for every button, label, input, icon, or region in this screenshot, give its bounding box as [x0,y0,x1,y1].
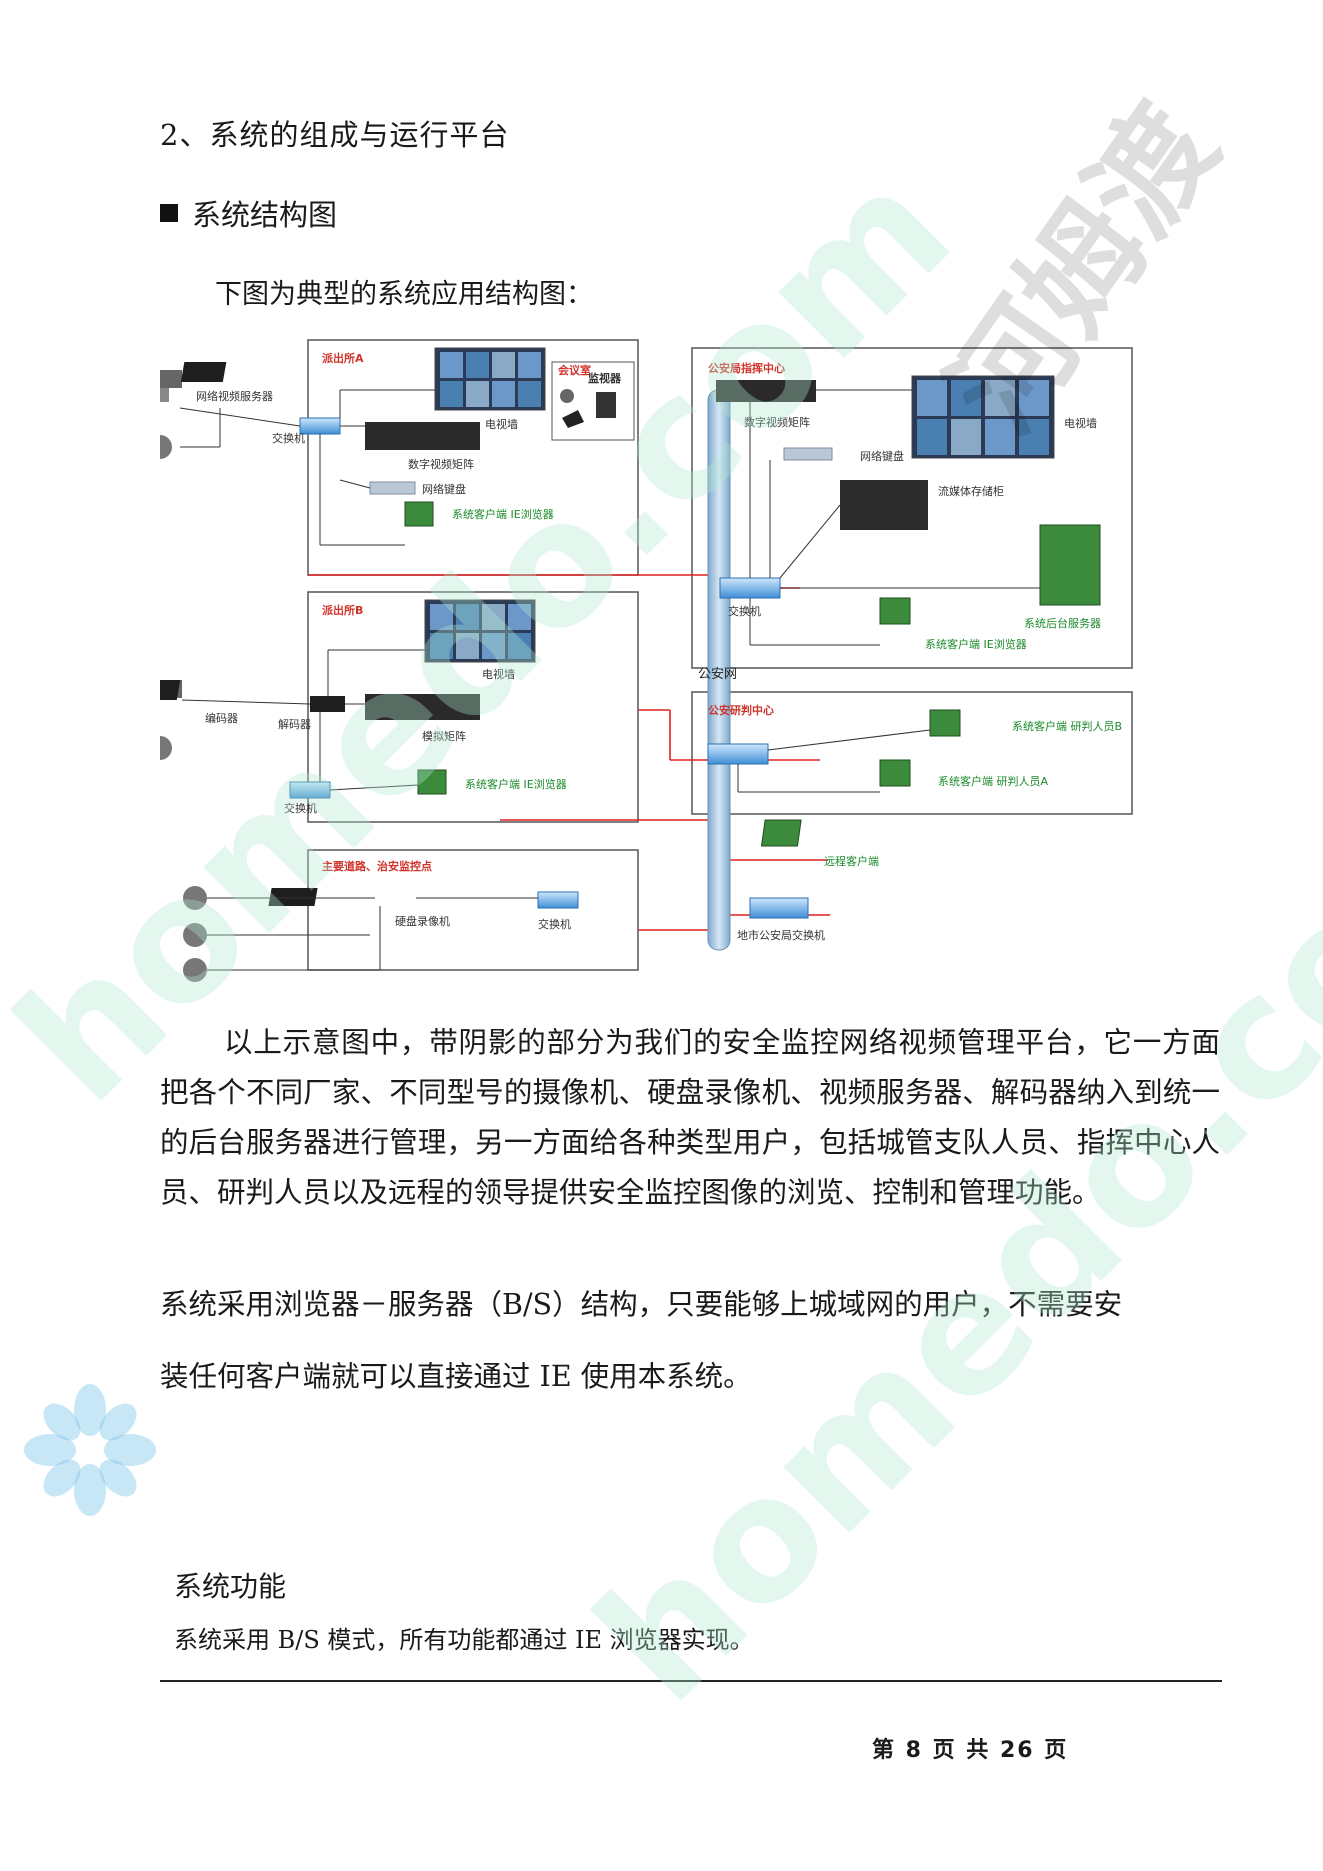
tv-wall-a [434,347,546,411]
zone-research-title: 公安研判中心 [708,703,774,717]
zone-box-roads [307,849,639,971]
zone-roads-title: 主要道路、治安监控点 [322,859,432,873]
meeting-room-box [551,361,635,441]
zone-a-title: 派出所A [322,351,364,365]
client-research-b-label: 系统客户端 研判人员B [1012,719,1122,733]
client-b-label: 系统客户端 IE浏览器 [465,777,567,791]
meeting-room-label: 会议室 [558,363,591,377]
dome-camera-b-icon [160,736,172,760]
switch-b-label: 交换机 [284,801,317,815]
bullet-heading: 系统结构图 [192,198,338,232]
switch-a-label: 交换机 [272,431,305,445]
dvr-icon [268,888,318,906]
command-matrix-icon [716,380,816,402]
zone-box-command [691,347,1133,669]
network-keyboard-a-icon [369,481,416,495]
zone-command-title: 公安局指挥中心 [708,361,785,375]
page-number: 第 8 页 共 26 页 [872,1738,1069,1763]
square-bullet-icon [160,204,178,222]
zone-a-links [179,389,435,546]
digital-matrix-label: 数字视频矩阵 [408,457,474,471]
intro-text: 下图为典型的系统应用结构图： [215,279,593,310]
remote-laptop-icon [760,819,802,847]
client-pc-research-a-icon [879,759,911,787]
zone-b-title: 派出所B [322,603,363,617]
backend-server-label: 系统后台服务器 [1024,616,1101,630]
system-structure-diagram: 公安网 派出所A 电视墙 会议室 监视器 网络视频服务器 交换机 数字视频矩阵 … [160,339,1133,982]
tv-wall-b-label: 电视墙 [482,667,515,681]
video-server-label: 网络视频服务器 [196,389,273,403]
network-keyboard-command-icon [783,447,833,461]
section-heading: 2、系统的组成与运行平台 [160,118,510,152]
monitor-label: 监视器 [588,371,622,385]
ptz-cam-a [160,370,182,402]
bullet-heading-row: 系统结构图 [160,192,337,234]
client-pc-command-icon [879,597,911,625]
decoder-icon [310,696,345,712]
switch-research-icon [707,743,769,765]
switch-a-icon [299,417,341,435]
roads-links [207,897,538,971]
network-keyboard-command-label: 网络键盘 [860,449,904,463]
tv-wall-a-label: 电视墙 [485,417,518,431]
tv-wall-b [424,599,536,663]
footer-divider [160,1680,1222,1682]
stream-cabinet-label: 流媒体存储柜 [938,484,1004,498]
dvr-small-icon [562,410,584,428]
zone-box-research [691,691,1133,815]
monitor-icon [596,392,616,418]
backbone-label: 公安网 [698,667,737,682]
network-keyboard-a-label: 网络键盘 [422,482,466,496]
switch-command-label: 交换机 [728,604,761,618]
dome-camera-icon [560,389,574,403]
client-a-label: 系统客户端 IE浏览器 [452,507,554,521]
backend-server-icon [1039,524,1101,606]
paragraph-diagram-explanation: 以上示意图中，带阴影的部分为我们的安全监控网络视频管理平台，它一方面把各个不同厂… [160,1026,1220,1209]
client-pc-research-b-icon [929,709,961,737]
road-camera-3-icon [183,958,207,982]
switch-roads-icon [537,891,579,909]
switch-command-icon [719,577,781,599]
zone-b-links [181,649,425,791]
digital-matrix-icon [365,422,480,450]
road-camera-1-icon [183,886,207,910]
function-text: 系统采用 B/S 模式，所有功能都通过 IE 浏览器实现。 [174,1626,754,1654]
tv-wall-command [911,375,1055,459]
video-server-icon [180,362,227,382]
command-links [749,389,1040,646]
tv-wall-command-label: 电视墙 [1064,416,1097,430]
decoder-label: 解码器 [278,717,311,731]
client-research-a-label: 系统客户端 研判人员A [938,774,1048,788]
zone-box-b [307,591,639,823]
city-switch-label: 地市公安局交换机 [737,928,825,942]
function-heading: 系统功能 [174,1570,287,1603]
paragraph-bs-structure-line2: 装任何客户端就可以直接通过 IE 使用本系统。 [160,1360,752,1393]
switch-roads-label: 交换机 [538,917,571,931]
client-pc-b-icon [417,769,447,795]
stream-cabinet-icon [840,480,928,530]
dvr-label: 硬盘录像机 [395,914,450,928]
dome-camera-a-icon [160,435,172,459]
client-pc-a-icon [404,501,434,527]
encoder-label: 编码器 [205,711,238,725]
encoder-icon [160,680,181,700]
city-switch-icon [749,897,809,919]
paragraph-bs-structure-line1: 系统采用浏览器－服务器（B/S）结构，只要能够上城域网的用户，不需要安 [160,1288,1123,1321]
research-links [737,729,931,793]
analog-matrix-icon [365,694,480,720]
analog-matrix-label: 模拟矩阵 [422,729,466,743]
client-command-label: 系统客户端 IE浏览器 [925,637,1027,651]
switch-b-icon [289,781,331,799]
remote-client-label: 远程客户端 [824,854,879,868]
watermark-flower-icon [24,1384,156,1516]
command-matrix-label: 数字视频矩阵 [744,415,810,429]
road-camera-2-icon [183,923,207,947]
